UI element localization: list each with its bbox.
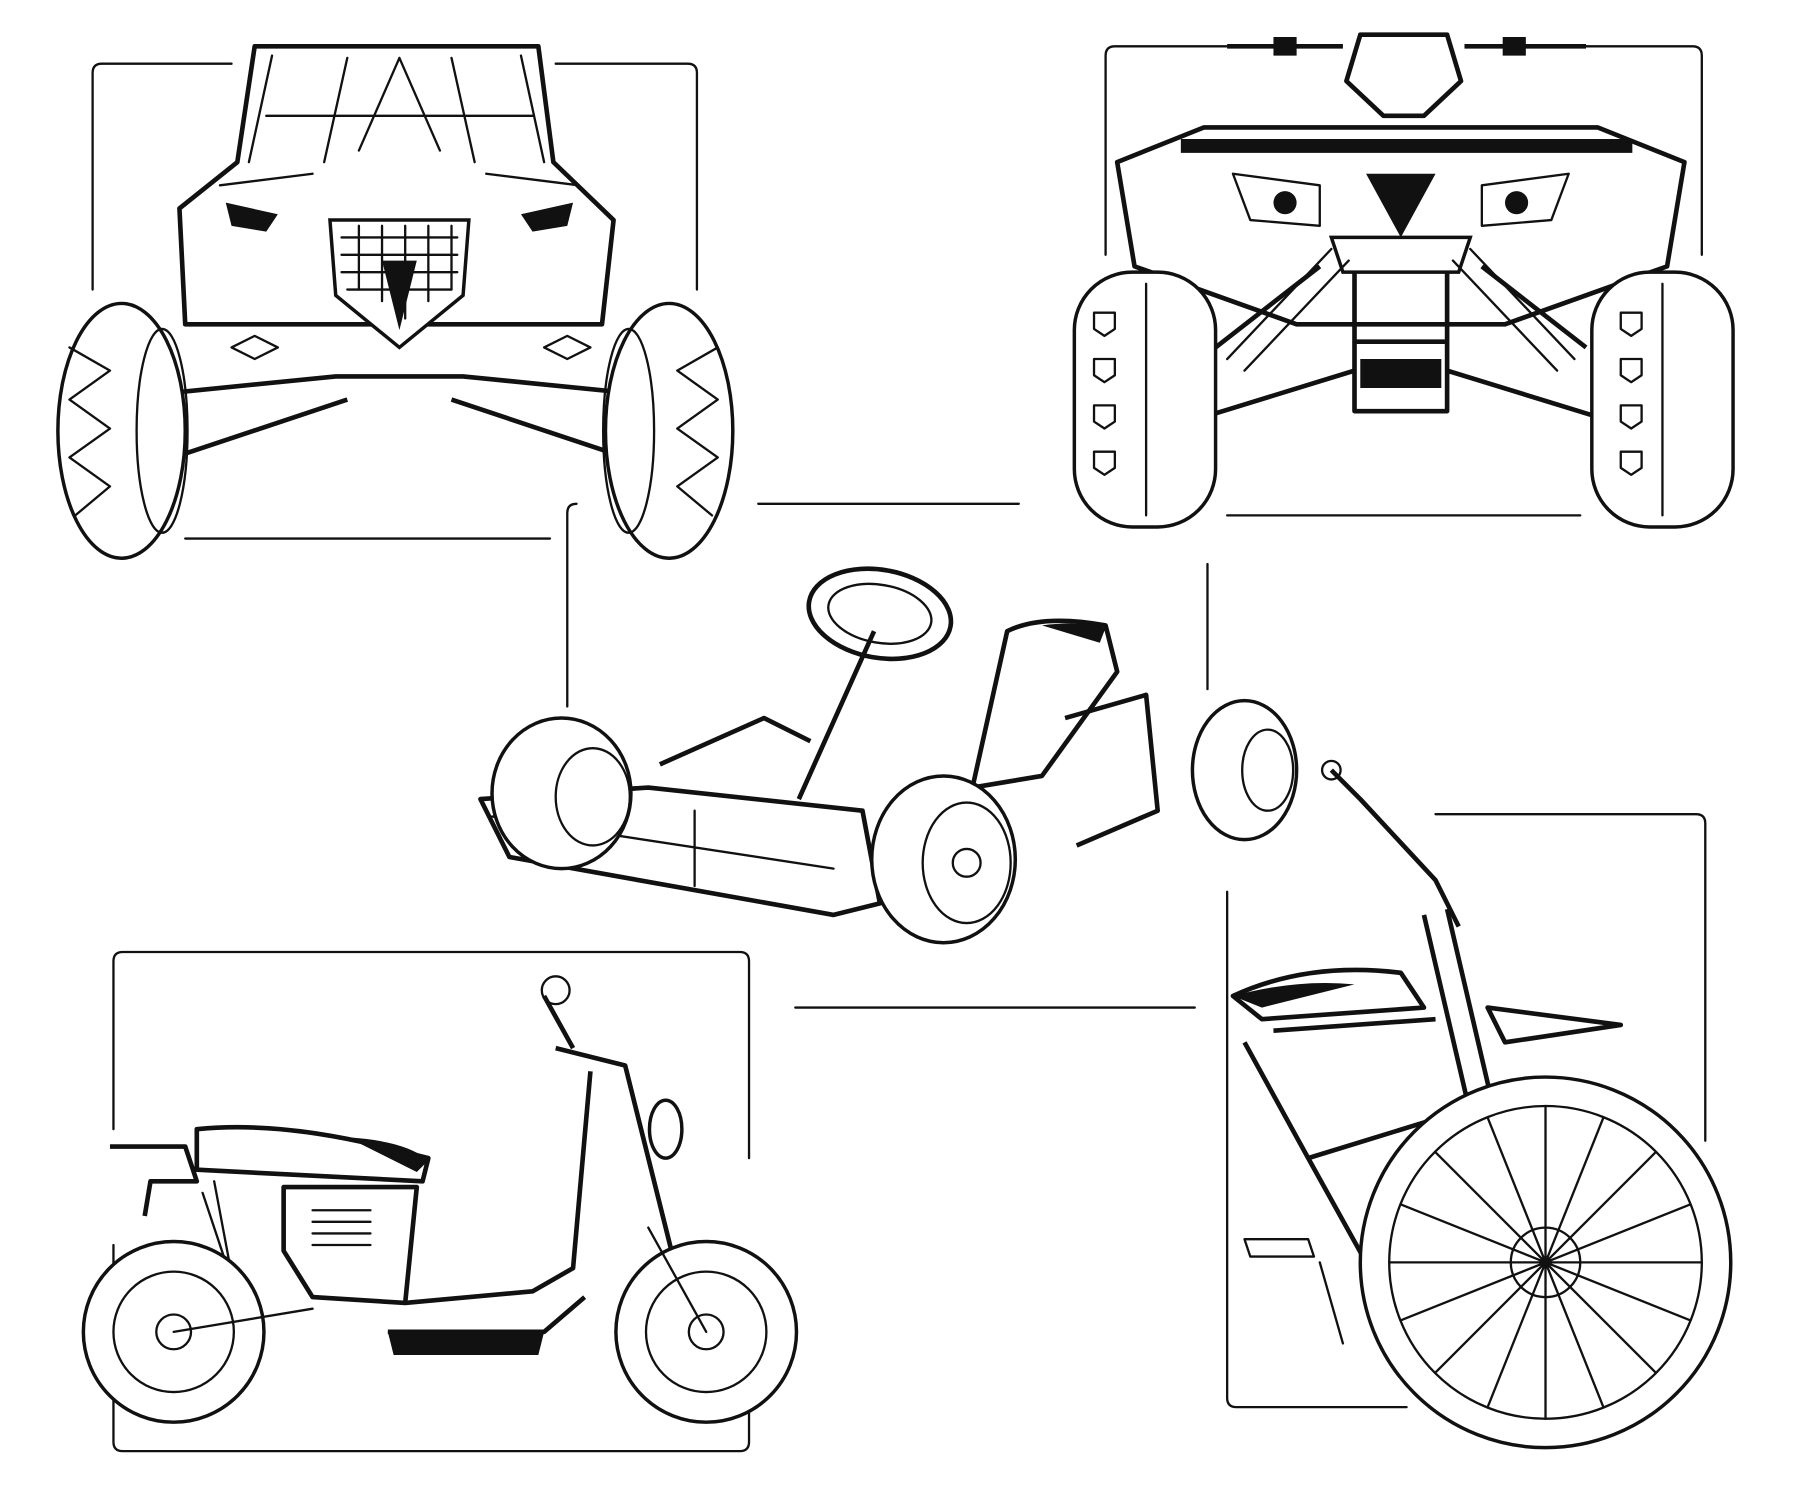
- go-kart-icon: [478, 566, 1299, 945]
- atv-quad-front-icon: [1072, 32, 1735, 529]
- frame-lines: [91, 45, 1707, 1453]
- dirt-bike-icon: [1230, 759, 1733, 1450]
- electric-scooter-icon: [81, 975, 799, 1424]
- utv-buggy-front-icon: [56, 44, 735, 560]
